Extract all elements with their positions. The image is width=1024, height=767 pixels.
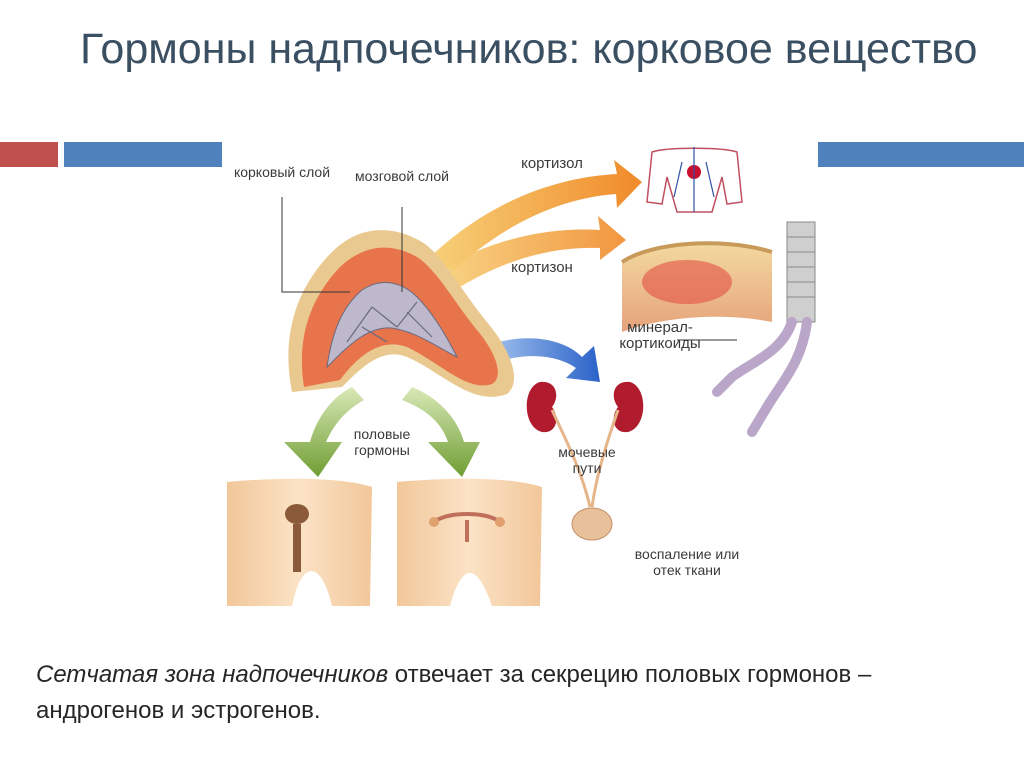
label-cortex-layer: корковый слой bbox=[233, 164, 331, 180]
urinary-system bbox=[526, 381, 644, 541]
label-sex-hormones: половые гормоны bbox=[353, 426, 411, 458]
mineralocorticoid-arrow bbox=[482, 338, 600, 382]
sex-hormone-arrow-left bbox=[284, 387, 364, 477]
tissue-block bbox=[620, 241, 773, 332]
caption-text: отвечает за секрецию половых гормонов – … bbox=[36, 661, 872, 724]
slide-caption: Сетчатая зона надпочечников отвечает за … bbox=[36, 657, 996, 729]
airway bbox=[712, 221, 816, 437]
label-mineralocorticoids: минерал-кортикоиды bbox=[619, 319, 701, 352]
adrenal-hormones-figure: корковый слой мозговой слой кортизол кор… bbox=[222, 142, 818, 606]
accent-bar-red bbox=[0, 142, 58, 167]
circulatory-body bbox=[646, 147, 743, 213]
label-cortisone: кортизон bbox=[511, 259, 573, 276]
figure-drawing bbox=[227, 147, 816, 606]
cortisone-arrow bbox=[432, 216, 626, 292]
label-inflammation: воспаление или отек ткани bbox=[634, 546, 740, 578]
sex-hormone-arrow-right bbox=[402, 387, 480, 477]
female-figure bbox=[397, 478, 542, 606]
male-figure bbox=[227, 478, 372, 606]
slide-title: Гормоны надпочечников: корковое вещество bbox=[80, 25, 978, 73]
accent-bar-blue-right bbox=[818, 142, 1024, 167]
caption-italic: Сетчатая зона надпочечников bbox=[36, 661, 389, 688]
cortisol-arrow bbox=[427, 160, 642, 270]
label-cortisol: кортизол bbox=[521, 155, 583, 172]
label-urinary-tract: мочевые пути bbox=[558, 444, 616, 476]
label-medulla-layer: мозговой слой bbox=[355, 168, 449, 184]
adrenal-gland bbox=[288, 230, 515, 397]
accent-bar-blue-left bbox=[64, 142, 222, 167]
